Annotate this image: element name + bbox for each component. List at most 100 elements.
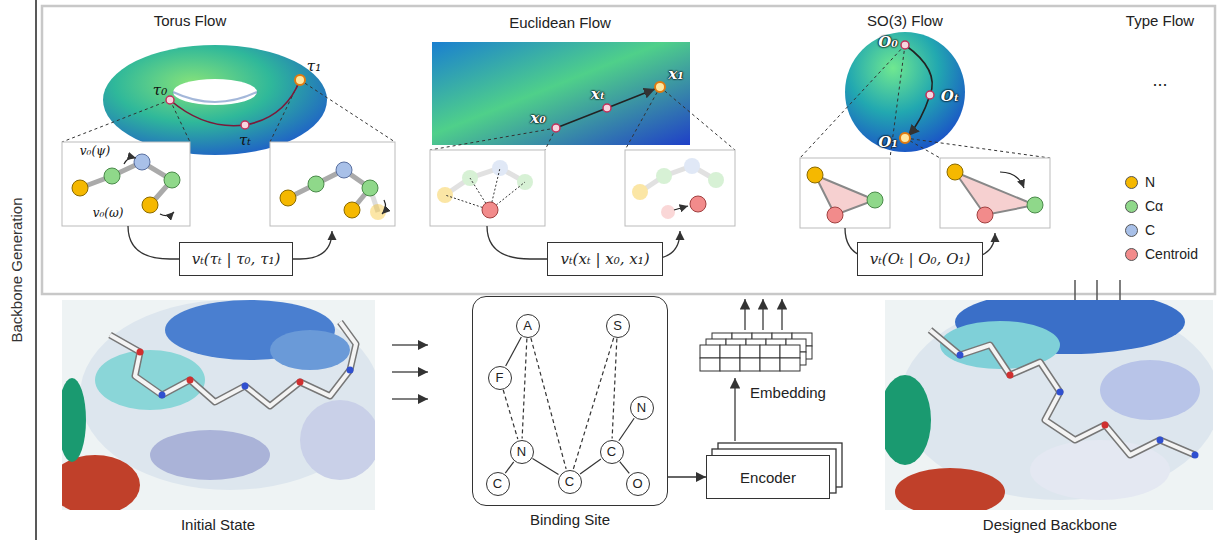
illustration-part bbox=[166, 96, 174, 104]
node-text: N bbox=[517, 444, 526, 459]
bond-line bbox=[506, 337, 522, 366]
illustration-part bbox=[781, 299, 783, 330]
illustration-part bbox=[1027, 197, 1043, 213]
illustration-part bbox=[242, 383, 249, 390]
illustration-part bbox=[62, 455, 140, 510]
illustration-part bbox=[655, 82, 665, 92]
point-label: O₀ bbox=[878, 33, 898, 51]
illustration-part bbox=[392, 344, 428, 346]
embedding-cell bbox=[720, 358, 740, 371]
illustration-part bbox=[344, 202, 360, 218]
illustration-part bbox=[632, 158, 724, 200]
illustration-part bbox=[134, 154, 150, 170]
atom-node: C bbox=[600, 440, 624, 464]
illustration-part bbox=[430, 150, 545, 226]
illustration-part bbox=[1000, 172, 1024, 188]
embedding-cell bbox=[740, 358, 760, 371]
illustration-part bbox=[110, 322, 356, 406]
embedding-sheet bbox=[712, 333, 812, 359]
bond-line bbox=[580, 459, 601, 474]
illustration-part bbox=[300, 400, 375, 480]
embedding-cell bbox=[780, 345, 800, 358]
illustration-part bbox=[173, 92, 257, 102]
illustration-part bbox=[137, 349, 144, 356]
illustration-part bbox=[900, 133, 910, 143]
illustration-part bbox=[430, 128, 556, 150]
legend-row: N bbox=[1125, 174, 1155, 190]
illustration-part bbox=[901, 41, 909, 49]
embedding-cell bbox=[760, 345, 780, 358]
picture-caption: Designed Backbone bbox=[983, 516, 1117, 533]
side-rule bbox=[35, 0, 37, 540]
illustration-part bbox=[62, 378, 86, 462]
node-text: vₜ(xₜ | x₀, x₁) bbox=[560, 250, 649, 268]
illustration-part bbox=[926, 91, 934, 99]
illustration-part bbox=[1100, 360, 1200, 420]
velocity-formula-box: vₜ(τₜ | τ₀, τ₁) bbox=[179, 242, 294, 276]
torus-figure bbox=[62, 45, 395, 155]
illustration-part bbox=[362, 180, 378, 196]
illustration-part bbox=[336, 162, 352, 178]
atom-node: O bbox=[626, 472, 650, 496]
embedding-cell bbox=[740, 345, 760, 358]
legend-swatch bbox=[1125, 200, 1138, 213]
node-text: Encoder bbox=[740, 469, 796, 486]
illustration-part bbox=[103, 45, 327, 155]
picture-caption: Initial State bbox=[181, 516, 255, 533]
node-text: C bbox=[493, 476, 502, 491]
illustration-part bbox=[170, 100, 190, 142]
so3-inset-right bbox=[940, 158, 1050, 228]
legend-row: Centroid bbox=[1125, 246, 1198, 262]
initial-state-picture bbox=[62, 300, 375, 510]
illustration-part bbox=[288, 170, 370, 198]
embedding-cell bbox=[760, 358, 780, 371]
illustration-part bbox=[955, 172, 1035, 215]
embedding-cell bbox=[700, 358, 720, 371]
illustration-part bbox=[905, 138, 940, 158]
illustration-part bbox=[308, 176, 324, 192]
illustration-part bbox=[159, 392, 166, 399]
illustration-part bbox=[895, 468, 1005, 510]
point-label: τ₀ bbox=[153, 81, 167, 99]
illustration-part bbox=[940, 158, 1050, 228]
illustration-part bbox=[347, 367, 354, 374]
encoder-to-embedding bbox=[734, 378, 736, 441]
illustration-part bbox=[62, 142, 190, 226]
velocity-label: v₀(ω) bbox=[93, 206, 124, 220]
illustration-part bbox=[800, 158, 890, 228]
illustration-part bbox=[142, 197, 158, 213]
atom-node: S bbox=[606, 314, 630, 338]
illustration-part bbox=[1102, 422, 1109, 429]
illustration-part bbox=[62, 100, 170, 142]
illustration-part bbox=[815, 175, 875, 215]
illustration-part bbox=[164, 172, 180, 188]
encoder-box: Encoder bbox=[706, 455, 830, 499]
illustration-part bbox=[392, 371, 428, 373]
illustration-part bbox=[690, 196, 706, 212]
illustration-part bbox=[170, 80, 300, 126]
embedding-cell bbox=[780, 358, 800, 371]
input-arrows bbox=[392, 345, 428, 399]
illustration-part bbox=[280, 190, 296, 206]
point-label: x₀ bbox=[530, 109, 546, 127]
embedding-sheet bbox=[700, 345, 800, 371]
flow-panel bbox=[42, 6, 1215, 294]
panel-title: Type Flow bbox=[1126, 12, 1194, 29]
illustration-part bbox=[1157, 437, 1164, 444]
euclidean-inset-right bbox=[625, 150, 735, 226]
bond-line bbox=[505, 462, 513, 473]
bond-line bbox=[531, 338, 566, 469]
illustration-part bbox=[708, 172, 724, 188]
so3-figure bbox=[800, 32, 1050, 158]
illustration-part bbox=[632, 184, 648, 200]
illustration-part bbox=[905, 138, 1050, 158]
illustration-part bbox=[977, 207, 993, 223]
legend-swatch bbox=[1125, 176, 1138, 189]
panel-title: Torus Flow bbox=[154, 12, 227, 29]
illustration-part bbox=[150, 430, 270, 480]
legend-text: N bbox=[1145, 174, 1155, 190]
node-text: N bbox=[637, 400, 646, 415]
point-label: Oₜ bbox=[941, 87, 960, 105]
illustration-part bbox=[1007, 372, 1014, 379]
legend-text: C bbox=[1145, 222, 1155, 238]
